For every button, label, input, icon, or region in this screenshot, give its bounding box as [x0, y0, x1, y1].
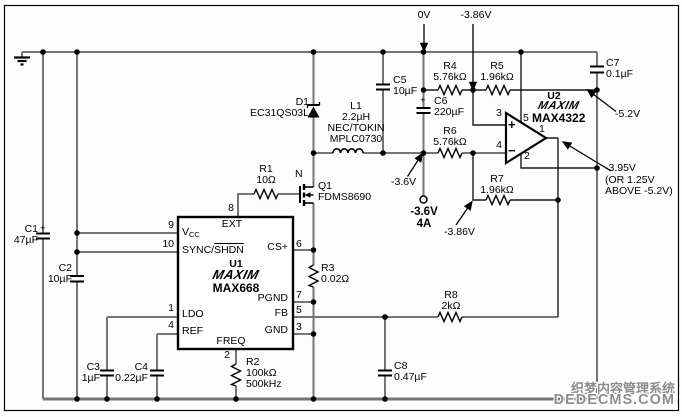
u1-pinnum-9: 9 — [168, 219, 174, 231]
resistor-symbols — [229, 83, 511, 387]
u2-part: MAX4322 — [532, 111, 586, 125]
u1-pin-gnd: GND — [264, 324, 288, 336]
resistor-r6 — [437, 146, 463, 160]
c6-polarity: + — [420, 95, 426, 106]
resistor-r4 — [437, 83, 463, 97]
resistor-r2 — [229, 363, 243, 387]
u1-pinnum-8: 8 — [228, 202, 234, 214]
u1-pin-ref: REF — [182, 325, 203, 337]
diode-d1 — [306, 102, 321, 118]
u1-part: MAX668 — [212, 281, 260, 295]
inductor-l1 — [332, 148, 364, 154]
u2-ref: U2 — [547, 90, 561, 102]
u2-pinnum-2: 2 — [524, 150, 530, 162]
resistor-r8 — [437, 310, 463, 324]
u2-pinnum-4: 4 — [496, 139, 502, 151]
u1-pin-pgnd: PGND — [257, 292, 288, 304]
ground-icon — [14, 56, 30, 66]
resistor-r5 — [485, 83, 511, 97]
u1-pinnum-7: 7 — [296, 289, 302, 301]
arrow-395 — [561, 141, 612, 172]
wires — [21, 51, 598, 399]
label-36-node: -3.6V — [391, 176, 417, 188]
resistor-r7 — [485, 193, 511, 207]
capacitor-c8 — [378, 369, 392, 377]
output-terminal — [419, 195, 428, 204]
u1-ref: U1 — [229, 258, 243, 270]
label-l1: L1 2.2µH NEC/TOKIN MPLC0730 — [327, 100, 385, 145]
u1-pinnum-1: 1 — [168, 302, 174, 314]
u2-pinnum-1: 1 — [539, 123, 545, 135]
u1-pinnum-2: 2 — [224, 349, 230, 361]
arrow-36 — [406, 152, 424, 177]
capacitor-symbols — [36, 65, 604, 377]
resistor-r1 — [253, 187, 279, 201]
u1-max668-box — [176, 215, 295, 351]
u1-pin-fb: FB — [274, 307, 288, 319]
u1-pinnum-10: 10 — [162, 238, 174, 250]
capacitor-c5 — [376, 83, 390, 91]
label-395: -3.95V (OR 1.25V ABOVE -5.2V) — [605, 162, 673, 197]
u1-pin-ext: EXT — [221, 218, 243, 230]
u1-pinnum-3: 3 — [296, 321, 302, 333]
capacitor-c2 — [70, 275, 84, 283]
schematic-frame — [3, 4, 680, 412]
arrow-386-bottom — [455, 200, 473, 226]
u1-pinnum-4: 4 — [168, 319, 174, 331]
watermark-line1: 织梦内容管理系统 — [570, 381, 675, 396]
label-q1-channel: N — [295, 168, 303, 180]
label-r2: R2 100kΩ 500kHz — [246, 356, 282, 390]
label-52: -5.2V — [615, 108, 641, 120]
capacitor-c7 — [590, 65, 604, 74]
u1-pin-cs: CS+ — [267, 241, 288, 253]
u1-pinnum-5: 5 — [296, 304, 302, 316]
watermark-line2: DEDECMS.COM — [553, 392, 675, 408]
u2-opamp-triangle — [504, 111, 549, 165]
label-386-bottom: -3.86V — [444, 226, 475, 238]
mosfet-q1 — [299, 184, 314, 206]
label-0v: 0V — [417, 9, 431, 21]
u2-pinnum-5: 5 — [523, 112, 529, 124]
capacitor-c3 — [100, 369, 114, 377]
u1-pin-vcc: VCC — [182, 226, 200, 240]
capacitor-c6 — [416, 107, 431, 114]
annotation-arrows — [406, 24, 617, 226]
u2-plus-input-sign: + — [508, 117, 516, 132]
u1-pinnum-6: 6 — [296, 238, 302, 250]
u1-pin-freq: FREQ — [216, 335, 246, 347]
resistor-r3 — [307, 264, 320, 288]
capacitor-c4 — [150, 369, 164, 377]
capacitor-c1 — [36, 232, 50, 240]
c1-polarity: + — [40, 223, 46, 234]
junction-dots — [40, 49, 600, 402]
u1-pin-sync-shdn: SYNC/SHDN — [182, 244, 244, 256]
arrow-52 — [586, 88, 617, 113]
u1-pin-ldo: LDO — [182, 308, 204, 320]
u2-minus-input-sign: − — [508, 143, 516, 158]
label-386-top: -3.86V — [460, 9, 492, 21]
u2-pinnum-3: 3 — [496, 107, 502, 119]
